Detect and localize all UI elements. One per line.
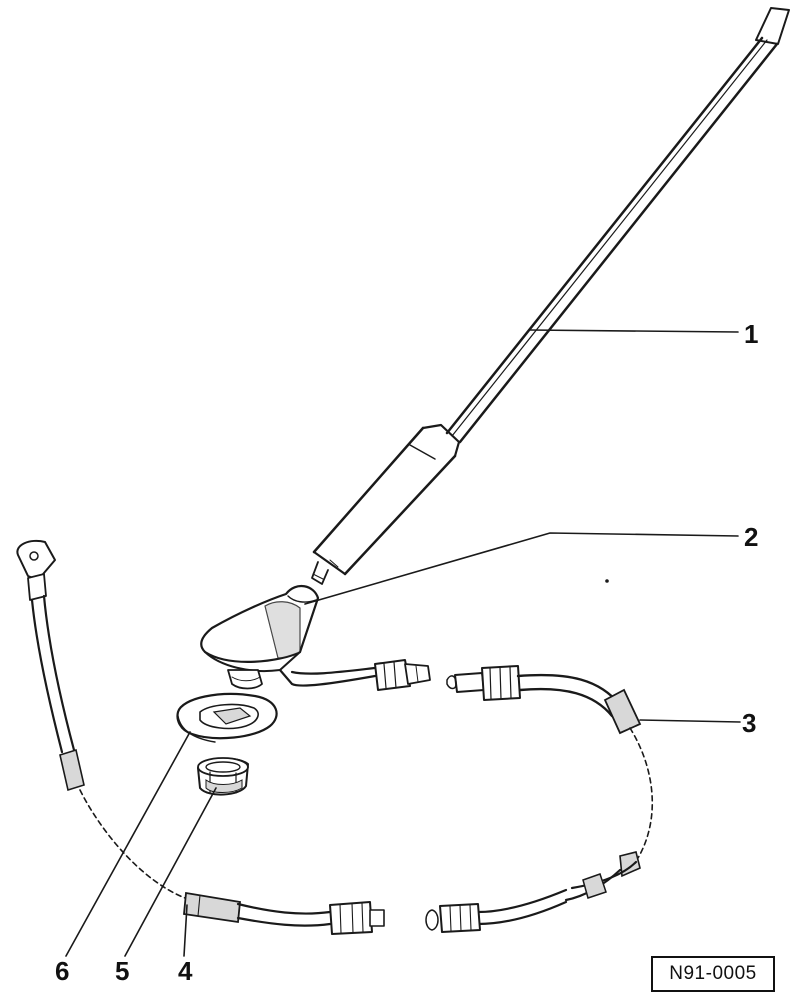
callout-3: 3	[742, 708, 756, 738]
antenna-rod	[311, 7, 790, 585]
leader-lines	[65, 329, 741, 957]
figure-reference-code: N91-0005	[651, 956, 775, 992]
callout-6: 6	[55, 956, 69, 986]
leader-line-4	[183, 904, 188, 957]
callout-1: 1	[744, 319, 758, 349]
leader-line-2	[304, 532, 739, 605]
retaining-nut	[197, 757, 249, 796]
leader-line-3	[639, 719, 741, 723]
seal-gasket	[176, 692, 278, 743]
leader-line-5	[124, 787, 217, 957]
leader-line-6	[65, 731, 191, 957]
antenna-cable	[425, 665, 654, 933]
connecting-cable	[16, 539, 385, 935]
callout-5: 5	[115, 956, 129, 986]
speck-mark	[605, 579, 609, 583]
antenna-base	[200, 585, 431, 691]
callout-4: 4	[178, 956, 193, 986]
callout-2: 2	[744, 522, 758, 552]
leader-line-1	[529, 329, 739, 333]
